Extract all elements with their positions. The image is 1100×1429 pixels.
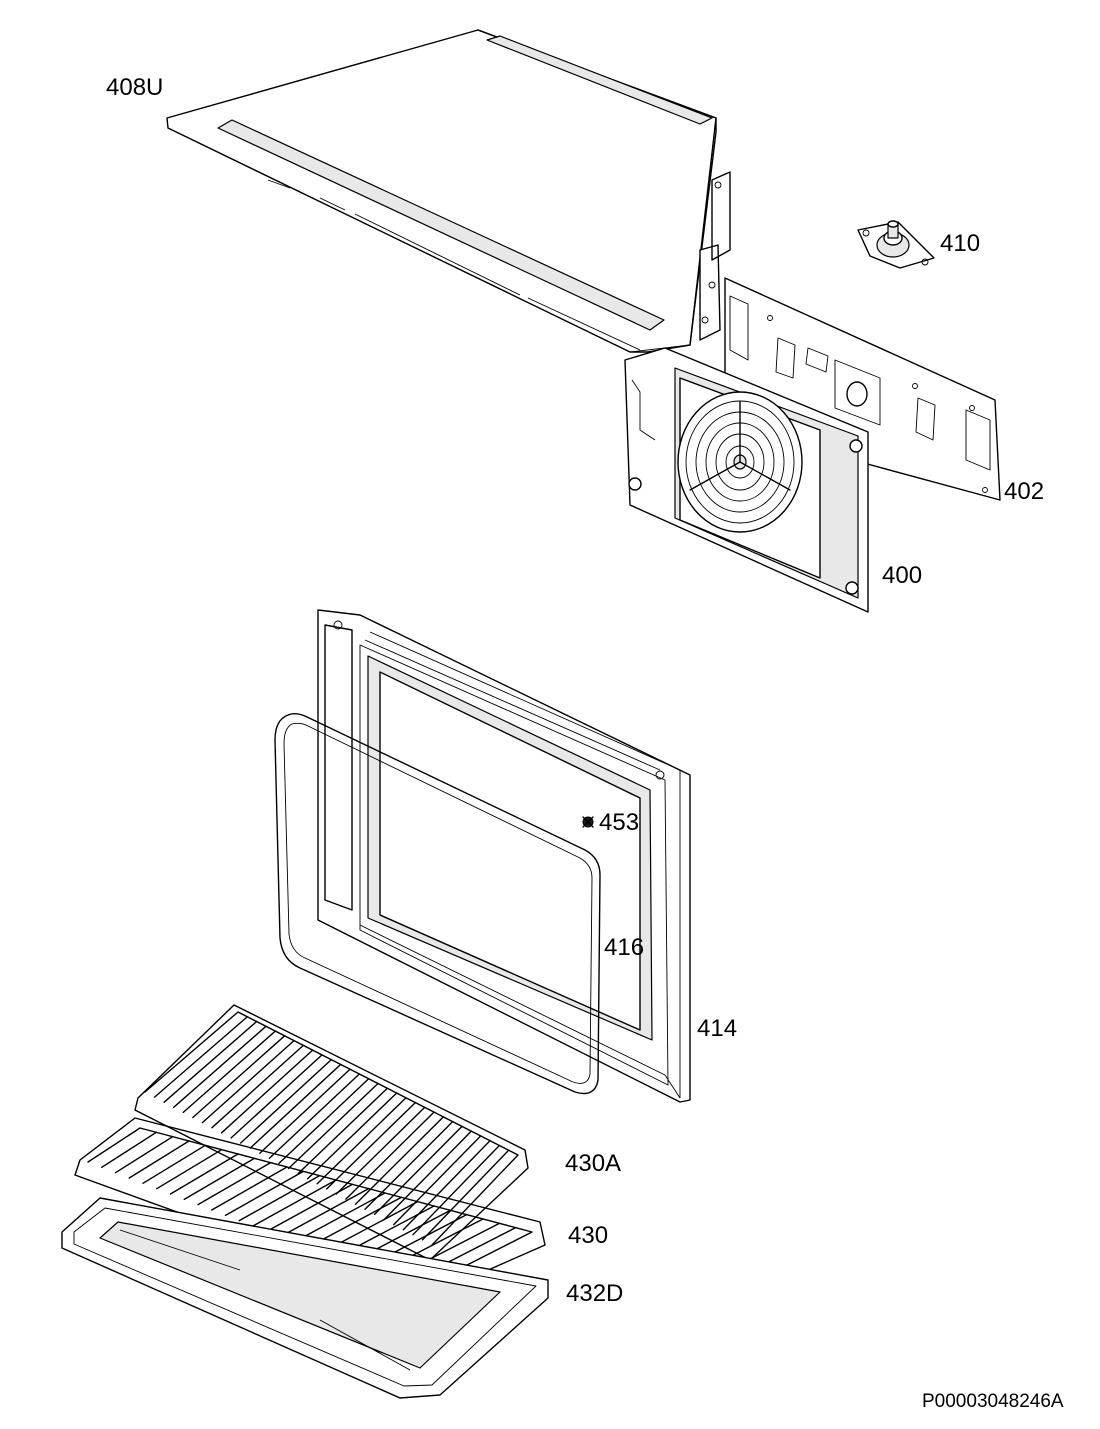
rack-rod (238, 1174, 321, 1222)
rack-rod (201, 1039, 295, 1124)
rack-rod (197, 1161, 272, 1206)
rack-rod (278, 1078, 370, 1165)
rack-rod (230, 1054, 323, 1139)
label-408u: 408U (106, 74, 164, 101)
rack-rod (316, 1097, 407, 1185)
label-453: 453 (599, 809, 640, 836)
rack-rod (335, 1106, 426, 1195)
rack-rod (393, 1135, 482, 1226)
rack-rod (169, 1153, 239, 1195)
document-code: P00003048246A (922, 1391, 1064, 1412)
part-408u-top-panel (166, 29, 731, 353)
rack-rod (183, 1157, 256, 1201)
label-432d: 432D (566, 1280, 624, 1307)
rack-rod (266, 1183, 354, 1233)
label-416: 416 (604, 934, 645, 961)
rack-rod (211, 1044, 305, 1129)
rack-rod (192, 1035, 286, 1119)
part-414-door-frame (317, 609, 691, 1103)
rack-rod (326, 1101, 417, 1190)
rack-rod (211, 1166, 288, 1211)
label-410: 410 (940, 230, 981, 257)
rack-rod (114, 1135, 174, 1174)
rack-rod (373, 1125, 463, 1216)
label-430: 430 (568, 1222, 609, 1249)
rack-rod (306, 1092, 398, 1180)
rack-430a-rods (153, 1016, 510, 1241)
rack-rod (421, 1149, 510, 1241)
rack-rod (101, 1131, 158, 1169)
rack-rod (128, 1140, 190, 1179)
rack-rod (268, 1073, 361, 1160)
label-430a: 430A (565, 1150, 622, 1177)
rack-rod (153, 1016, 249, 1098)
label-400: 400 (882, 562, 923, 589)
rack-rod (412, 1144, 501, 1236)
part-432d-baking-tray (61, 1197, 549, 1399)
rack-rod (142, 1144, 207, 1185)
rack-rod (345, 1111, 435, 1200)
rack-rod (163, 1020, 258, 1103)
part-416-door-gasket (274, 713, 601, 1095)
rack-rod (220, 1049, 314, 1134)
rack-rod (293, 1192, 386, 1243)
rack-rod (354, 1116, 445, 1205)
rack-rod (156, 1148, 223, 1190)
rack-rod (239, 1058, 333, 1144)
rack-rod (297, 1087, 389, 1175)
label-402: 402 (1004, 478, 1045, 505)
part-410-fan-motor (857, 220, 935, 269)
label-414: 414 (697, 1015, 738, 1042)
rack-rod (252, 1179, 337, 1227)
rack-rod (279, 1187, 370, 1238)
rack-rod (249, 1063, 342, 1149)
rack-rod (182, 1030, 277, 1114)
rack-rod (383, 1130, 473, 1221)
rack-rod (364, 1120, 454, 1211)
rack-rod (287, 1082, 379, 1170)
rack-rod (259, 1068, 351, 1154)
rack-rod (224, 1170, 305, 1217)
rack-rod (172, 1025, 267, 1109)
part-430a-wire-shelf (134, 1004, 529, 1261)
part-400-fan-cover (624, 347, 869, 613)
part-453-screw (582, 816, 594, 828)
